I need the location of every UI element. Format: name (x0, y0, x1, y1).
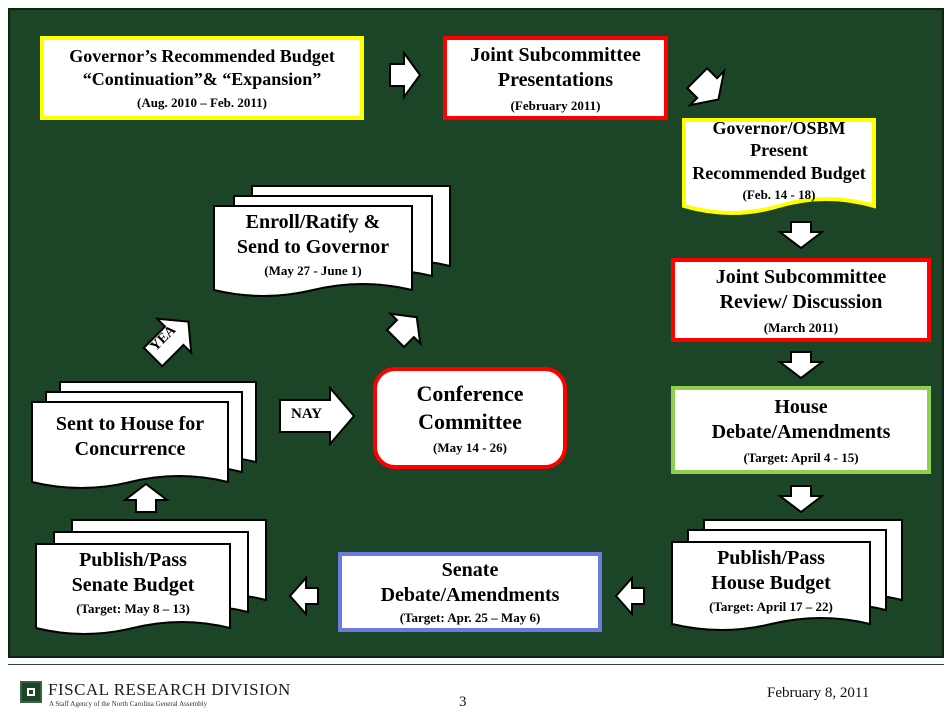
node-subtitle: (February 2011) (510, 97, 601, 113)
node-subtitle: (Target: Apr. 25 – May 6) (399, 610, 541, 625)
node-subtitle: (Aug. 2010 – Feb. 2011) (137, 95, 267, 110)
node-subtitle: (May 27 - June 1) (264, 262, 362, 278)
enroll-document-stack (213, 185, 451, 297)
fiscal-research-logo-icon (20, 681, 42, 703)
arrow-up-1 (122, 482, 170, 513)
node-publish-senate: Publish/Pass Senate Budget (Target: May … (36, 546, 230, 618)
node-subtitle: (May 14 - 26) (432, 440, 507, 455)
node-subtitle: (Target: April 4 - 15) (743, 449, 859, 465)
slide-date: February 8, 2011 (767, 685, 870, 701)
arrow-diagonal-up-2 (385, 312, 422, 349)
node-title: Governor’s Recommended Budget “Continuat… (69, 46, 335, 89)
node-title: Joint Subcommittee Presentations (470, 43, 641, 91)
node-conference-committee: Conference Committee (May 14 - 26) (373, 367, 567, 469)
footer-divider (8, 664, 944, 665)
node-senate-debate: Senate Debate/Amendments (Target: Apr. 2… (338, 552, 602, 632)
arrow-yea (142, 317, 193, 368)
org-name: FISCAL RESEARCH DIVISION (48, 680, 291, 699)
nay-label: NAY (291, 406, 323, 422)
arrow-down-3 (777, 485, 825, 514)
node-title: Governor/OSBM Present Recommended Budget (692, 117, 866, 183)
node-title: Sent to House for Concurrence (55, 413, 205, 460)
node-house-debate: House Debate/Amendments (Target: April 4… (671, 386, 931, 474)
node-joint-review: Joint Subcommittee Review/ Discussion (M… (671, 258, 931, 342)
node-subtitle: (March 2011) (763, 319, 839, 335)
node-title: Publish/Pass House Budget (711, 546, 831, 594)
sent-house-document-stack (31, 381, 257, 489)
arrow-right-1 (389, 49, 422, 101)
arrow-diagonal-down-1 (685, 66, 726, 107)
node-title: Senate Debate/Amendments (380, 559, 560, 606)
node-subtitle: (Feb. 14 - 18) (742, 187, 816, 203)
node-title: House Debate/Amendments (711, 395, 891, 443)
node-title: Conference Committee (416, 381, 524, 434)
node-enroll-ratify: Enroll/Ratify & Send to Governor (May 27… (214, 208, 412, 280)
node-subtitle: (Target: May 8 – 13) (76, 600, 190, 616)
node-publish-house: Publish/Pass House Budget (Target: April… (672, 544, 870, 616)
arrow-nay (279, 385, 356, 447)
page-number: 3 (459, 694, 467, 710)
node-joint-presentations: Joint Subcommittee Presentations (Februa… (443, 36, 668, 120)
node-governor-budget: Governor’s Recommended Budget “Continuat… (40, 36, 364, 120)
node-title: Joint Subcommittee Review/ Discussion (715, 265, 887, 313)
node-osbm-present: Governor/OSBM Present Recommended Budget… (684, 118, 874, 203)
arrow-down-2 (777, 351, 825, 380)
node-title: Enroll/Ratify & Send to Governor (236, 210, 390, 258)
publish-house-document-stack (671, 519, 903, 631)
node-subtitle: (Target: April 17 – 22) (709, 598, 833, 614)
osbm-document-shape (682, 118, 876, 215)
publish-senate-document-stack (35, 519, 267, 635)
org-tagline: A Staff Agency of the North Carolina Gen… (49, 700, 208, 708)
node-sent-house: Sent to House for Concurrence (32, 404, 228, 470)
node-title: Publish/Pass Senate Budget (71, 548, 195, 596)
arrow-down-1 (777, 221, 825, 250)
arrow-left-2 (288, 575, 319, 617)
arrow-left-1 (614, 575, 645, 617)
